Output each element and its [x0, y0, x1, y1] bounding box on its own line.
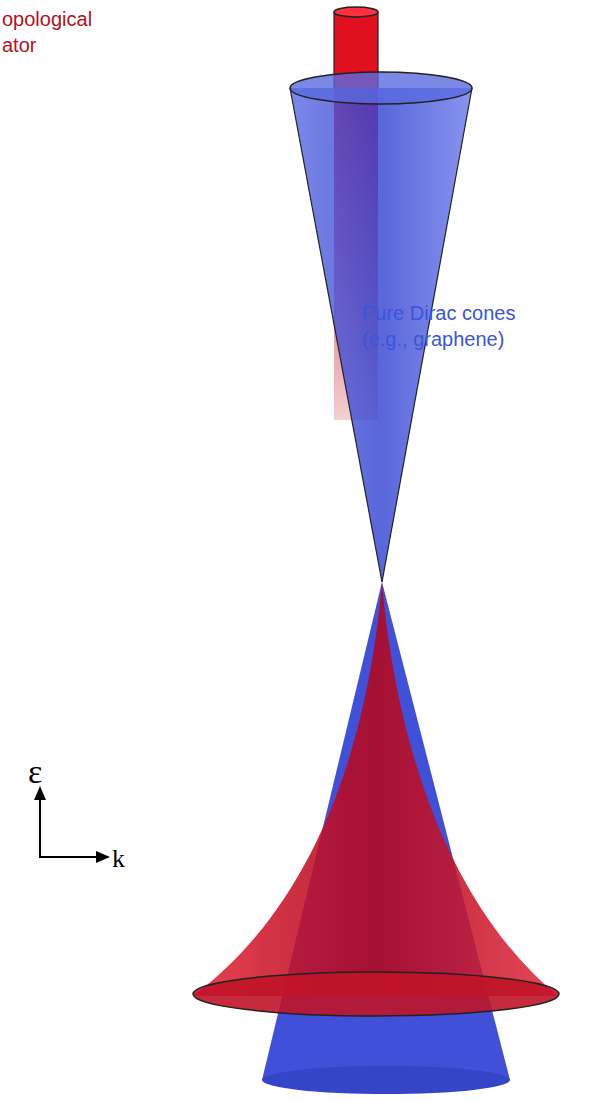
- cone-base: [262, 1066, 510, 1094]
- axis-label: k: [112, 842, 125, 876]
- flare-rim: [193, 972, 559, 1016]
- upper-dirac-cone: [290, 72, 472, 582]
- arrow-head: [96, 851, 110, 863]
- tube-top: [334, 7, 378, 17]
- momentum-axis: [40, 856, 100, 858]
- flare-body: [193, 582, 558, 996]
- region-label: Pure Dirac cones (e.g., graphene): [362, 300, 552, 352]
- axis-label: ε: [28, 750, 42, 794]
- region-label: ator: [2, 32, 36, 58]
- cone-rim: [290, 72, 472, 104]
- energy-axis: [39, 796, 41, 858]
- topological-flare: [193, 582, 559, 1016]
- axes: [34, 786, 110, 863]
- region-label: opological: [2, 6, 92, 32]
